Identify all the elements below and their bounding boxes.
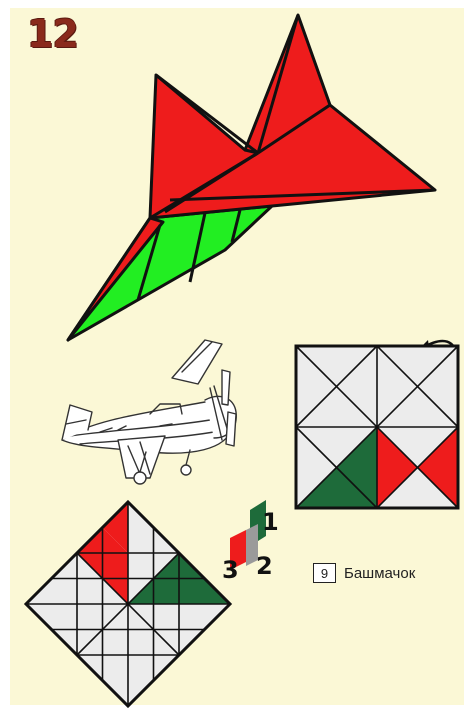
fold-order-stack: 1 2 3 (222, 500, 279, 584)
fold-order-label-1: 1 (262, 508, 279, 536)
jet-airplane-model (68, 15, 435, 340)
diamond-crease-lines (26, 502, 230, 706)
step-number-box: 9 (313, 563, 336, 583)
fold-order-label-2: 2 (256, 552, 273, 580)
step-caption: 9 Башмачок (313, 563, 415, 583)
fold-order-label-3: 3 (222, 556, 239, 584)
diamond-diagram (26, 502, 230, 706)
square-crease-lines (296, 346, 458, 508)
jet-green-underside (68, 206, 272, 340)
biplane-sketch (62, 340, 236, 484)
folded-square-diagram (296, 346, 458, 508)
model-name-label: Башмачок (344, 565, 415, 582)
jet-red-body (150, 15, 435, 218)
